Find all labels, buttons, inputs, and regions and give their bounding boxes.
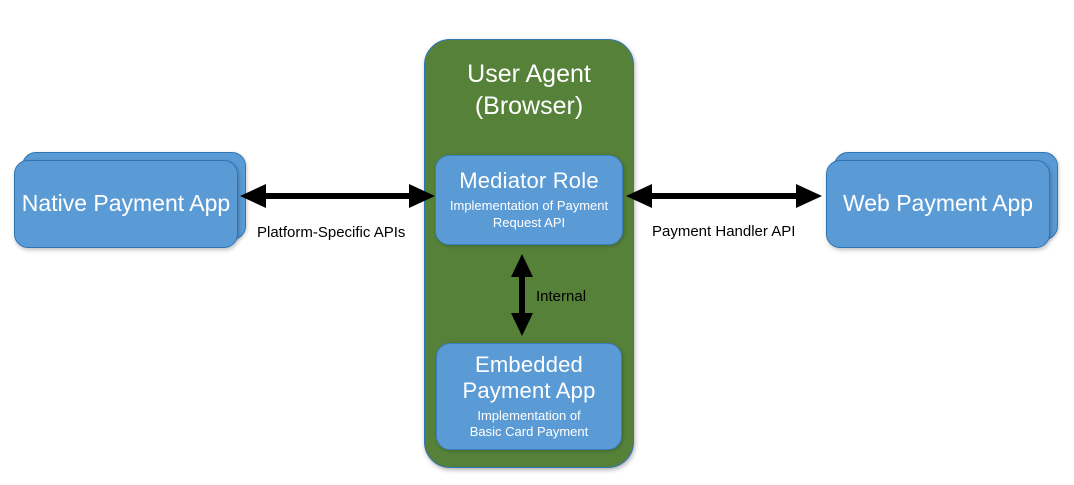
payment-handler-api-arrow xyxy=(626,184,822,208)
mediator-role-subtitle-line1: Implementation of Payment xyxy=(449,198,609,214)
mediator-role-subtitle: Implementation of Payment Request API xyxy=(450,198,608,231)
user-agent-title-line1: User Agent xyxy=(467,60,591,88)
platform-specific-apis-arrow xyxy=(240,184,435,208)
mediator-role-node[interactable]: Mediator Role Implementation of Payment … xyxy=(435,155,623,245)
web-payment-app-node[interactable]: Web Payment App xyxy=(826,160,1050,248)
web-payment-app-label: Web Payment App xyxy=(842,190,1034,217)
mediator-role-title: Mediator Role xyxy=(459,168,599,194)
embedded-payment-app-node[interactable]: Embedded Payment App Implementation of B… xyxy=(436,343,622,450)
user-agent-title: User Agent (Browser) xyxy=(425,58,633,122)
mediator-role-subtitle-line2: Request API xyxy=(492,214,566,230)
embedded-payment-app-title-line1: Embedded xyxy=(474,351,583,377)
internal-label: Internal xyxy=(536,288,587,305)
user-agent-title-line2: (Browser) xyxy=(474,92,584,120)
native-payment-app-label: Native Payment App xyxy=(21,190,231,217)
platform-specific-apis-label: Platform-Specific APIs xyxy=(257,224,406,241)
embedded-payment-app-subtitle-line1: Implementation of xyxy=(477,407,581,423)
embedded-payment-app-subtitle: Implementation of Basic Card Payment xyxy=(470,408,589,441)
embedded-payment-app-subtitle-line2: Basic Card Payment xyxy=(469,424,589,440)
embedded-payment-app-title: Embedded Payment App xyxy=(462,352,595,404)
internal-arrow xyxy=(511,254,533,336)
payment-handler-api-label: Payment Handler API xyxy=(652,223,796,240)
embedded-payment-app-title-line2: Payment App xyxy=(462,377,596,403)
native-payment-app-node[interactable]: Native Payment App xyxy=(14,160,238,248)
